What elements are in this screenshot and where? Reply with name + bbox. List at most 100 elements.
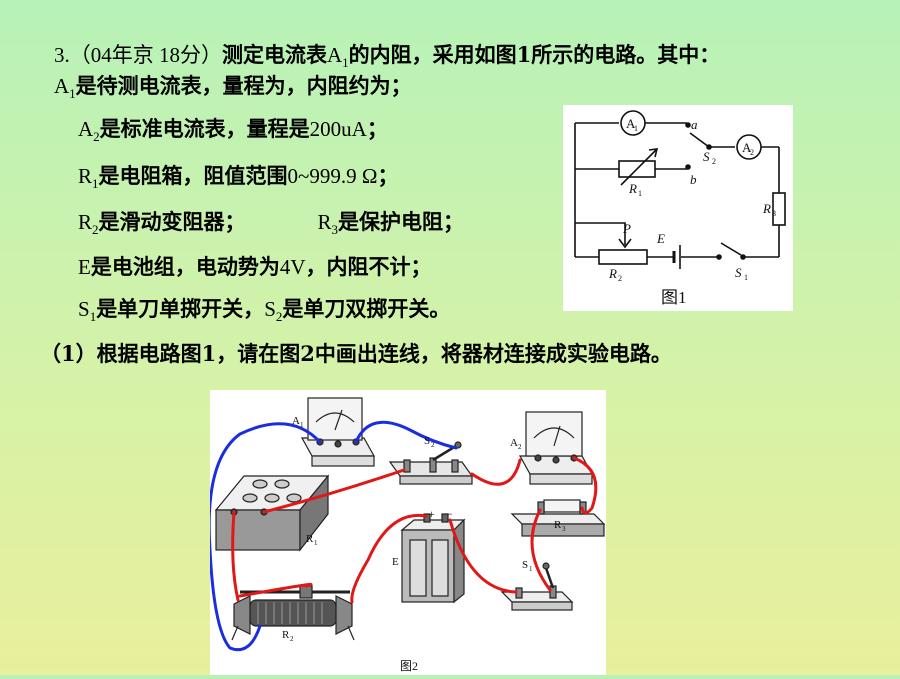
r1-symbol: R [78,164,93,188]
a2-meter [518,411,594,485]
wire-r3-s1 [530,508,552,592]
e-value: 4V [279,255,306,279]
fig1-a-label: a [691,117,698,132]
e-text: 是电池组，电动势为 [90,254,280,279]
fig2-plus-label: + [428,507,435,521]
r2-sub: 2 [92,222,99,238]
a1-description: 是待测电流表，量程为，内阻约为； [75,73,412,98]
a1-sub: 1 [69,86,76,102]
fig2-r2-label: R [282,629,290,641]
fig1-s2-sub: 2 [712,157,716,166]
wire-s2-a2 [470,458,522,486]
r2-rheostat [231,585,355,641]
fig2-a2-sub: 2 [518,443,522,451]
question-1: （1）根据电路图1，请在图2中画出连线，将器材连接成实验电路。 [40,343,672,364]
r1-end: ； [377,163,399,188]
title-text: 测定电流表 [222,42,327,67]
r1-sub: 1 [92,176,99,192]
fig2-r3-label: R [554,519,562,531]
question-text: （1）根据电路图1，请在图2中画出连线，将器材连接成实验电路。 [40,341,672,366]
fig1-a2-sub: 2 [750,148,754,157]
figure-2-svg: A 1 S 2 A 2 R 1 R 3 E + − S 1 R 2 图2 [207,397,606,673]
a1-symbol: A [54,74,70,98]
problem-line-1: 3.（04年京 18分）测定电流表A1的内阻，采用如图1所示的电路。其中： [54,44,720,69]
fig1-a1-label: A [626,116,636,131]
fig1-r2-sub: 2 [618,274,622,283]
fig2-s1-sub: 1 [529,565,533,573]
problem-number: 3. [54,43,70,67]
r1-text: 是电阻箱，阻值范围 [98,163,288,188]
fig1-r1-sub: 1 [638,189,642,198]
r3-symbol: R [317,210,332,234]
fig1-s1-sub: 1 [744,273,748,282]
r1-value: 0~999.9 Ω [287,164,378,188]
a2-sub: 2 [93,129,100,145]
wire-a2-r3 [572,456,598,515]
r3-text: 是保护电阻； [338,209,465,234]
fig2-a1-label: A [292,415,300,427]
fig2-s2-sub: 2 [431,441,435,449]
wire-r1-s2 [262,468,406,514]
fig1-s1-label: S [735,265,742,280]
a2-symbol: A [78,117,94,141]
problem-source: （04年京 18分） [69,43,222,67]
fig1-caption: 图1 [661,288,687,307]
item-e: E是电池组，电动势为4V，内阻不计； [78,256,432,278]
wire-s1-battery [448,518,518,594]
figure-1-circuit: A 1 A 2 a b S 2 R 1 R 3 P E R 2 S 1 图1 [563,105,793,311]
item-r2-r3: R2是滑动变阻器；R3是保护电阻； [78,211,464,236]
fig1-e-label: E [656,231,665,246]
item-a2: A2是标准电流表，量程是200uA； [78,118,388,143]
wire-r2-slider [238,582,313,598]
s1-symbol: S [78,297,90,321]
wire-a1-r2-blue [207,422,322,652]
title-symbol: A [327,43,343,67]
s1-switch [500,562,574,611]
fig1-a2-label: A [742,140,752,155]
fig1-a1-sub: 1 [634,124,638,133]
fig2-s2-label: S [424,435,430,447]
r2-symbol: R [78,210,93,234]
figure-1-svg: A 1 A 2 a b S 2 R 1 R 3 P E R 2 S 1 图1 [574,110,786,307]
wire-r1-r2 [231,510,240,602]
a2-value: 200uA [309,117,367,141]
item-r1: R1是电阻箱，阻值范围0~999.9 Ω； [78,165,398,190]
fig2-s1-label: S [522,559,528,571]
s2-symbol: S [264,297,276,321]
s2-text: 是单刀双掷开关。 [282,296,451,321]
figure-2-apparatus: A 1 S 2 A 2 R 1 R 3 E + − S 1 R 2 图2 [207,390,606,675]
wire-a1-s2-blue [354,420,458,450]
a2-text: 是标准电流表，量程是 [99,116,310,141]
e-end: ，内阻不计； [305,254,432,279]
fig2-e-label: E [392,556,399,568]
fig1-r3-label: R [762,201,771,216]
fig1-p-label: P [622,221,631,236]
a1-meter [300,397,376,467]
fig1-r3-sub: 3 [772,209,776,218]
s1-text: 是单刀单掷开关， [96,296,265,321]
a2-end: ； [366,116,388,141]
fig2-r1-sub: 1 [314,539,318,547]
title-symbol-sub: 1 [342,55,349,71]
fig1-r2-label: R [608,266,617,281]
problem-line-2: A1是待测电流表，量程为，内阻约为； [54,75,412,100]
title-rest: 的内阻，采用如图1所示的电路。其中： [348,42,721,67]
fig1-b-label: b [690,172,697,187]
fig2-minus-label: − [446,507,453,521]
fig2-r1-label: R [306,533,314,545]
fig1-s2-label: S [703,149,710,164]
fig2-caption: 图2 [400,659,418,673]
r2-text: 是滑动变阻器； [98,209,246,234]
fig2-r2-sub: 2 [290,635,294,643]
fig1-r1-label: R [628,181,637,196]
e-symbol: E [78,255,91,279]
item-switches: S1是单刀单掷开关，S2是单刀双掷开关。 [78,298,450,323]
r3-sub: 3 [331,222,339,238]
s2-sub: 2 [275,309,283,325]
fig2-r3-sub: 3 [562,525,566,533]
fig2-a1-sub: 1 [300,421,304,429]
s1-sub: 1 [89,309,97,325]
wire-battery-r2 [350,513,428,604]
battery-e [400,513,466,604]
fig2-a2-label: A [510,437,518,449]
